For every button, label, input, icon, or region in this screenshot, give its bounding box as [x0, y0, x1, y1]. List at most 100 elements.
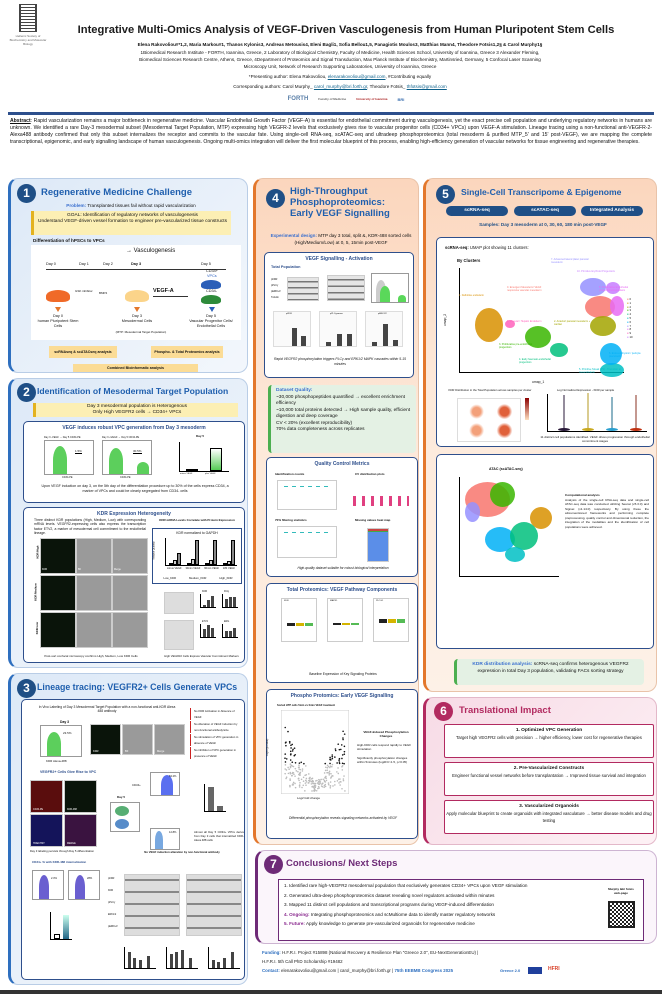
volcano-point	[289, 771, 292, 774]
volcano-point	[312, 782, 315, 785]
volcano-point	[291, 761, 294, 764]
x-tick: 60min VEGF	[204, 567, 220, 570]
atac-cluster	[490, 482, 515, 507]
volcano-point	[331, 757, 334, 760]
integrated-analysis-button[interactable]: Integrated Analysis	[581, 206, 643, 216]
presenting-email-link[interactable]: elenarakovoliou@gmail.com	[327, 74, 386, 79]
volcano-point	[304, 790, 306, 792]
section-number: 7	[264, 855, 283, 874]
scrnaseq-card: scRNA-seq: UMAP plot showing 11 clusters…	[436, 237, 654, 447]
day-2-label: Day 2	[103, 262, 113, 266]
cd34-neg-label: CD34-	[206, 289, 217, 293]
volcano-point	[317, 785, 320, 788]
problem-statement: Problem: Transplanted tissues fail witho…	[31, 203, 231, 209]
volcano-point	[341, 787, 343, 790]
volcano-point	[341, 754, 344, 756]
day3-label: Day 3	[60, 720, 70, 724]
volcano-point	[287, 766, 289, 769]
volcano-point	[336, 762, 338, 764]
dataset-quality-box: Dataset Quality: ~30,000 phosphopeptides…	[268, 385, 416, 453]
volcano-point	[284, 726, 287, 729]
scrnaseq-button[interactable]: scRNA-seq	[446, 206, 508, 216]
volcano-point	[328, 770, 331, 773]
kdr-image: KDR	[90, 724, 121, 755]
vpc-bar-chart	[204, 784, 226, 812]
volcano-point	[305, 779, 307, 782]
mesoderm-cell-icon	[125, 290, 149, 302]
mini-bar-chart	[200, 594, 216, 608]
img-label: HOECHST	[33, 842, 45, 845]
presenting-author: *Presenting author: Elena Rakovoliou, el…	[40, 74, 640, 80]
contact-line: Contact: elenarakovoliou@gmail.com | car…	[262, 966, 478, 975]
volcano-point	[324, 769, 327, 772]
umap-heading: scRNA-seq: UMAP plot showing 11 clusters…	[445, 245, 529, 250]
internalization-bar-chart	[50, 912, 72, 940]
volcano-point	[323, 786, 325, 789]
volcano-point	[327, 782, 330, 784]
volcano-point	[308, 781, 310, 784]
cluster-label: 7. Advanced lateral plate/ paraxial meso…	[551, 258, 589, 264]
section-number: 1	[17, 184, 36, 203]
volcano-point	[324, 783, 327, 786]
atac-title: ATAC (scATAC-seq)	[489, 467, 523, 471]
umap-cluster	[606, 282, 620, 294]
quality-item: ~10,000 total proteins detected → High s…	[276, 407, 411, 420]
volcano-point	[294, 786, 297, 789]
cluster-label: 3. Proliferative pre-endothelial progeni…	[499, 343, 533, 349]
presenting-suffix: , #Contributing equally	[385, 74, 432, 79]
bullet: No KDR Activation in Absence of VEGF	[190, 708, 242, 720]
congress: 75th EEBMB Congress 2025	[394, 968, 454, 973]
volcano-point	[343, 753, 346, 755]
volcano-point	[304, 782, 307, 784]
volcano-point	[341, 764, 344, 767]
day-1-label: Day 1	[79, 262, 89, 266]
volcano-point	[334, 784, 336, 786]
volcano-title: Sorted HTP cells 5min vs 0min VEGF treat…	[277, 704, 336, 707]
section-title: Regenerative Medicine Challenge	[41, 187, 192, 198]
volcano-point	[301, 768, 304, 770]
volcano-point	[285, 744, 287, 747]
volcano-point	[305, 777, 308, 780]
umap-label: scRNA-seq:	[445, 245, 469, 250]
section-3-panel: 3 Lineage tracing: VEGFR2+ Cells Generat…	[8, 673, 248, 985]
volcano-point	[288, 742, 291, 744]
institution-logos: FORTH Faculty of Medicine University of …	[0, 96, 662, 102]
western-blot-panels: pKDR KDR pPLCy ERK1/2 pERK1/2	[108, 860, 242, 940]
volcano-point	[312, 780, 315, 783]
volcano-point	[289, 779, 291, 782]
vegf-a-label: VEGF-A	[153, 288, 174, 294]
volcano-point	[292, 748, 294, 751]
bmp-label: BMP4	[99, 291, 108, 295]
corr-email-2[interactable]: thfotsis@gmail.com	[406, 84, 447, 89]
corr-email-1[interactable]: carol_murphy@bri.forth.gr	[313, 84, 368, 89]
samples-text: Samples: Day 3 mesoderm at 0, 30, 60, 18…	[479, 222, 607, 227]
scatacseq-button[interactable]: scATAC-seq	[514, 206, 576, 216]
greece2-logo: Greece 2.0	[500, 968, 521, 973]
qr-code[interactable]	[608, 901, 635, 928]
volcano-x-label: Log2 fold change	[297, 796, 321, 800]
section-number: 5	[436, 185, 455, 204]
flow2-label: Day 3 +VEGF → Day 5 CD34-PE	[102, 436, 140, 439]
bar	[169, 563, 173, 565]
volcano-point	[313, 787, 316, 790]
volcano-point	[285, 741, 287, 743]
comp-title: Computational analysis	[565, 493, 600, 497]
flow-dotplot	[110, 802, 140, 832]
card-title: In Vivo Labeling of Day 3 Mesodermal Tar…	[38, 705, 176, 713]
volcano-point	[343, 775, 345, 777]
cluster-label: 0. Emergent Mesoderm/ VEGF responsive va…	[507, 286, 542, 292]
volcano-point	[284, 761, 287, 763]
western-blot	[287, 277, 319, 301]
volcano-point	[341, 762, 344, 765]
volcano-point	[329, 781, 332, 783]
volcano-point	[291, 772, 293, 775]
heterogeneity-box: Day 3 mesodermal population is Heterogen…	[33, 403, 238, 417]
card-caption: High-quality dataset suitable for robust…	[297, 566, 389, 570]
img-label: CD34-PE	[33, 808, 44, 811]
volcano-point	[343, 750, 346, 753]
volcano-point	[294, 767, 297, 770]
section-5-panel: 5 Single-Cell Transcripome & Epigenome s…	[423, 178, 657, 692]
volcano-point	[331, 765, 333, 768]
volcano-point	[334, 749, 337, 752]
cluster-label: 4. Early haemato-endothelial progenitors	[519, 358, 551, 364]
